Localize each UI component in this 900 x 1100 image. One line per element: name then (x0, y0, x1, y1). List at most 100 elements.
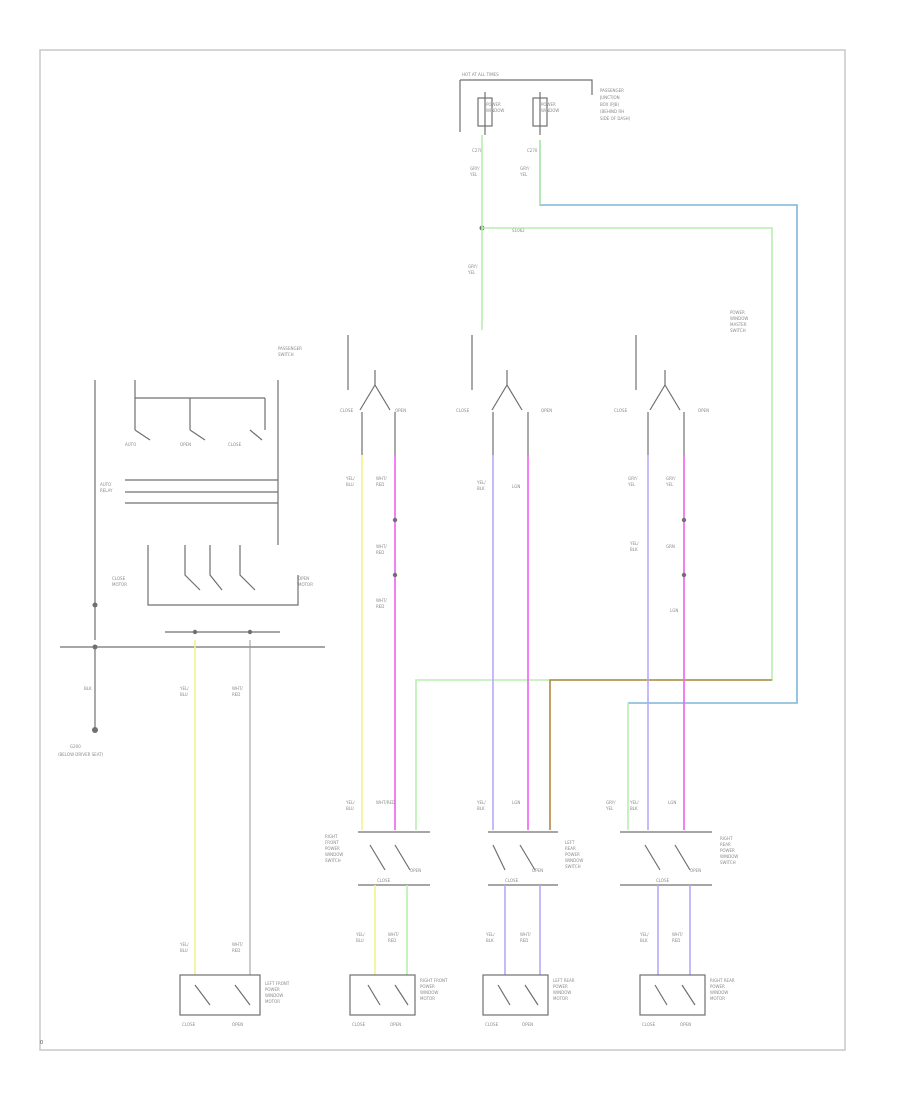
svg-text:YEL/: YEL/ (629, 800, 639, 805)
svg-text:BLK: BLK (630, 806, 638, 811)
svg-text:RED: RED (376, 482, 384, 487)
svg-text:SWITCH: SWITCH (278, 352, 294, 357)
svg-text:SWITCH: SWITCH (720, 860, 736, 865)
svg-text:MOTOR: MOTOR (420, 996, 435, 1001)
svg-text:BLK: BLK (640, 938, 648, 943)
svg-text:BLK: BLK (477, 486, 485, 491)
svg-text:REAR: REAR (565, 846, 576, 851)
svg-text:OPEN: OPEN (698, 408, 709, 413)
svg-text:RED: RED (376, 550, 384, 555)
svg-text:BLK: BLK (630, 547, 638, 552)
svg-text:LEFT: LEFT (565, 840, 575, 845)
svg-text:G200: G200 (70, 744, 81, 749)
svg-text:YEL/: YEL/ (639, 932, 649, 937)
svg-text:JUNCTION: JUNCTION (599, 95, 620, 100)
svg-text:OPEN: OPEN (522, 1022, 533, 1027)
svg-text:YEL/: YEL/ (629, 541, 639, 546)
svg-text:LEFT FRONT: LEFT FRONT (265, 981, 290, 986)
svg-text:CLOSE: CLOSE (656, 878, 670, 883)
svg-text:POWER: POWER (265, 987, 280, 992)
svg-text:POWER: POWER (486, 102, 501, 107)
svg-text:WHT/: WHT/ (672, 932, 683, 937)
svg-text:RED: RED (232, 692, 240, 697)
svg-text:RED: RED (376, 604, 384, 609)
top-power-distribution: HOT AT ALL TIMES PASSENGER JUNCTION BOX … (459, 72, 748, 333)
svg-text:WHT/: WHT/ (388, 932, 399, 937)
diagram-code: 0 (40, 1040, 44, 1046)
svg-text:CLOSE: CLOSE (642, 1022, 656, 1027)
svg-text:LGN: LGN (668, 800, 676, 805)
svg-text:YEL/: YEL/ (179, 942, 189, 947)
svg-text:PASSENGER: PASSENGER (600, 88, 624, 93)
svg-text:CLOSE: CLOSE (456, 408, 470, 413)
svg-text:POWER: POWER (565, 852, 580, 857)
svg-text:GRN: GRN (666, 544, 675, 549)
svg-text:MOTOR: MOTOR (298, 582, 313, 587)
svg-text:LEFT REAR: LEFT REAR (553, 978, 575, 983)
window-motors: LEFT FRONT POWER WINDOW MOTOR CLOSE OPEN… (179, 974, 735, 1027)
svg-text:AUTO: AUTO (100, 482, 111, 487)
svg-text:LGN: LGN (512, 484, 520, 489)
svg-text:WHT/: WHT/ (520, 932, 531, 937)
svg-text:POWER: POWER (541, 102, 556, 107)
svg-text:SWITCH: SWITCH (565, 864, 581, 869)
svg-text:WINDOW: WINDOW (720, 854, 738, 859)
svg-text:BLK: BLK (84, 686, 92, 691)
svg-text:C270: C270 (472, 148, 483, 153)
svg-text:YEL/: YEL/ (476, 800, 486, 805)
power-feed-wires (415, 135, 798, 830)
svg-text:BLU: BLU (180, 948, 188, 953)
svg-text:WHT/: WHT/ (376, 476, 387, 481)
svg-text:POWER: POWER (730, 310, 745, 315)
driver-window-switch-block: AUTO OPEN CLOSE PASSENGER SWITCH AUTO RE… (58, 346, 325, 757)
svg-text:CLOSE: CLOSE (485, 1022, 499, 1027)
svg-text:YEL: YEL (469, 172, 478, 177)
svg-text:BLK: BLK (486, 938, 494, 943)
motor-feed-wires: YEL/ BLU WHT/ RED YEL/ BLU WHT/ RED YEL/… (179, 885, 691, 975)
svg-text:(BELOW DRIVER SEAT): (BELOW DRIVER SEAT) (58, 752, 104, 757)
svg-text:YEL/: YEL/ (355, 932, 365, 937)
svg-text:YEL: YEL (665, 482, 674, 487)
svg-text:WINDOW: WINDOW (730, 316, 748, 321)
svg-text:OPEN: OPEN (180, 442, 191, 447)
svg-text:WINDOW: WINDOW (325, 852, 343, 857)
svg-text:YEL/: YEL/ (179, 686, 189, 691)
svg-text:SWITCH: SWITCH (730, 328, 746, 333)
svg-text:GRY/: GRY/ (628, 476, 638, 481)
svg-text:CLOSE: CLOSE (182, 1022, 196, 1027)
svg-text:WINDOW: WINDOW (420, 990, 438, 995)
svg-text:GRY/: GRY/ (606, 800, 616, 805)
svg-text:OPEN: OPEN (298, 576, 309, 581)
svg-text:MOTOR: MOTOR (112, 582, 127, 587)
svg-text:BLU: BLU (180, 692, 188, 697)
svg-text:WINDOW: WINDOW (710, 990, 728, 995)
svg-text:OPEN: OPEN (390, 1022, 401, 1027)
svg-text:POWER: POWER (710, 984, 725, 989)
svg-text:OPEN: OPEN (690, 868, 701, 873)
svg-text:PASSENGER: PASSENGER (278, 346, 302, 351)
svg-text:MOTOR: MOTOR (265, 999, 280, 1004)
svg-text:YEL/: YEL/ (485, 932, 495, 937)
svg-text:FRONT: FRONT (325, 840, 339, 845)
svg-text:RED: RED (520, 938, 528, 943)
door-window-switches: RIGHT FRONT POWER WINDOW SWITCH CLOSE OP… (325, 800, 738, 886)
svg-text:WINDOW: WINDOW (265, 993, 283, 998)
svg-text:CLOSE: CLOSE (352, 1022, 366, 1027)
svg-text:POWER: POWER (720, 848, 735, 853)
svg-text:RELAY: RELAY (100, 488, 113, 493)
svg-text:RIGHT: RIGHT (325, 834, 338, 839)
svg-text:MASTER: MASTER (730, 322, 747, 327)
svg-text:(BEHIND RH: (BEHIND RH (600, 109, 624, 114)
svg-text:YEL: YEL (519, 172, 528, 177)
svg-text:YEL: YEL (467, 270, 476, 275)
svg-text:BLK: BLK (477, 806, 485, 811)
svg-text:CLOSE: CLOSE (340, 408, 354, 413)
svg-text:CLOSE: CLOSE (228, 442, 242, 447)
svg-text:MOTOR: MOTOR (710, 996, 725, 1001)
svg-text:BLU: BLU (356, 938, 364, 943)
svg-text:WHT/RED: WHT/RED (376, 800, 395, 805)
svg-text:WINDOW: WINDOW (565, 858, 583, 863)
svg-text:RIGHT FRONT: RIGHT FRONT (420, 978, 448, 983)
svg-text:GRY/: GRY/ (468, 264, 478, 269)
svg-text:BLU: BLU (346, 806, 354, 811)
